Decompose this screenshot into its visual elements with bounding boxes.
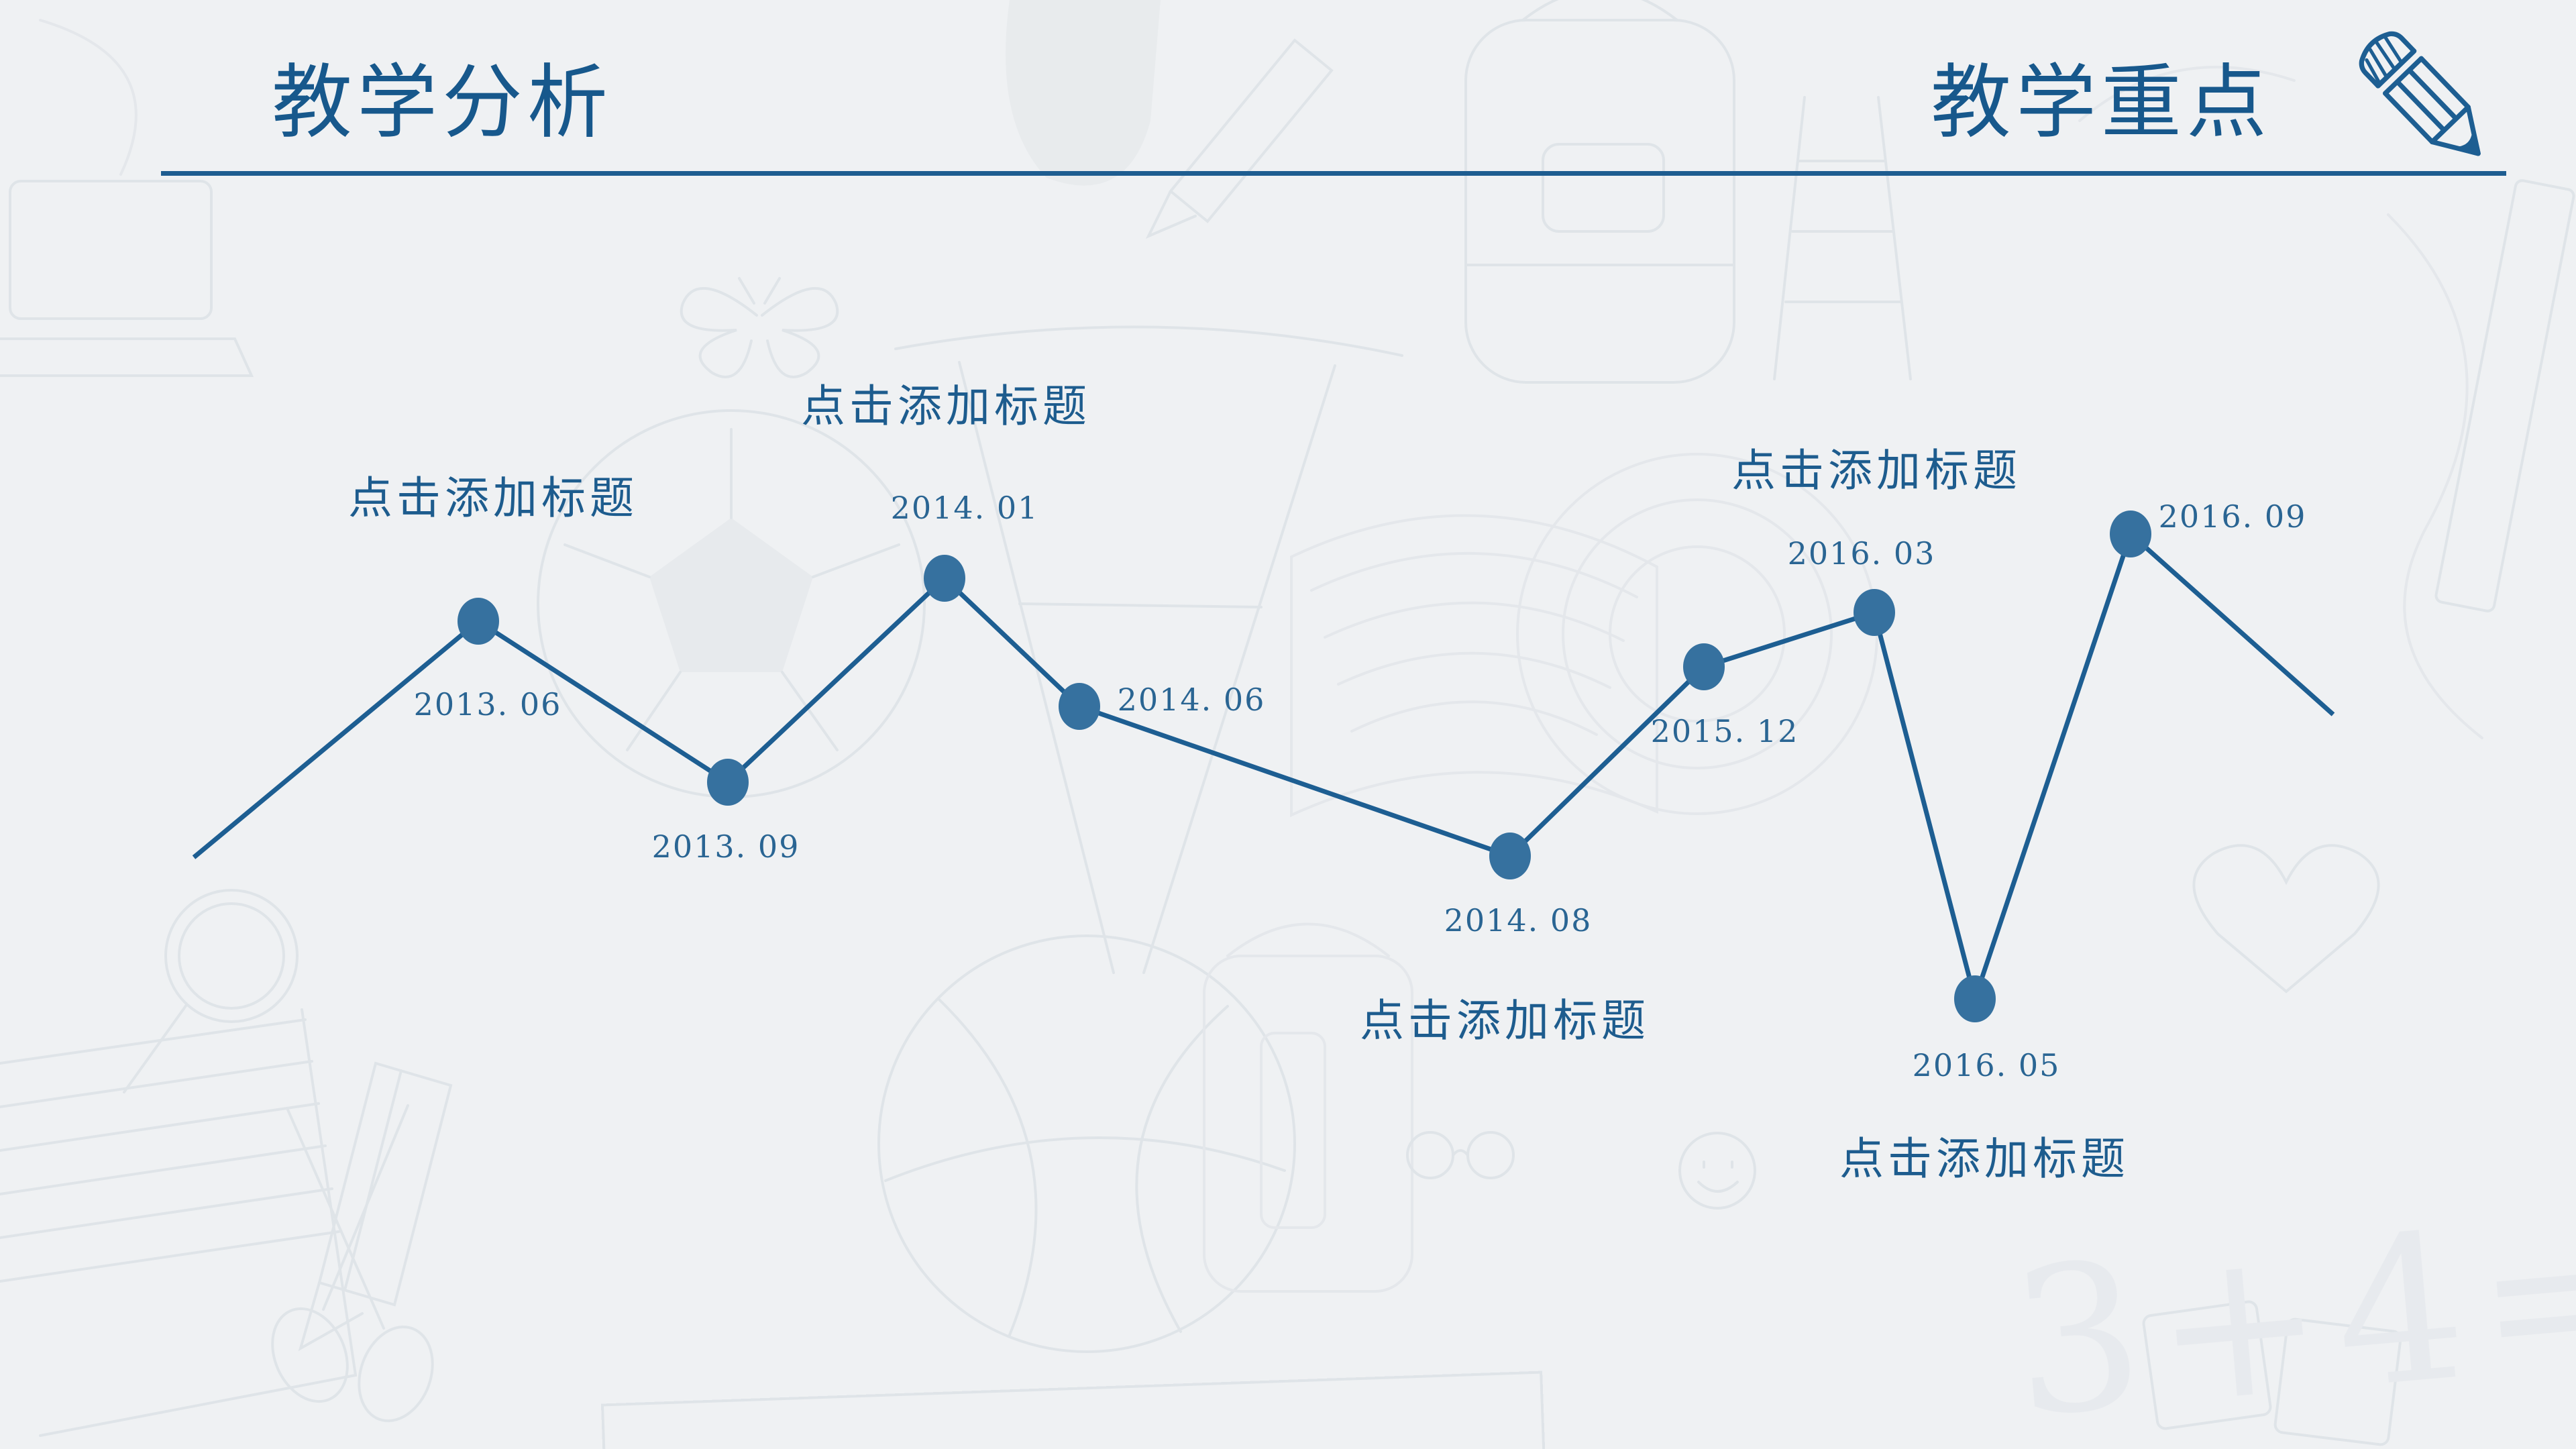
milestone-marker (1683, 643, 1725, 690)
doodle-swirl-icon (1516, 453, 1878, 815)
left-section-title: 教学分析 (272, 56, 612, 150)
doodle-ladder-icon (1773, 96, 1912, 380)
placeholder-caption[interactable]: 点击添加标题 (801, 380, 1091, 432)
milestone-date-label: 2014. 06 (1117, 682, 1266, 718)
milestone-marker (707, 759, 749, 806)
milestone-date-label: 2014. 01 (890, 490, 1039, 526)
doodle-open-book-pages-icon (1290, 514, 1658, 818)
doodle-basketball-icon (877, 934, 1296, 1353)
milestone-date-label: 2014. 08 (1444, 902, 1593, 938)
placeholder-caption[interactable]: 点击添加标题 (1731, 445, 2021, 496)
milestone-marker (1059, 683, 1100, 730)
milestone-date-label: 2013. 06 (413, 686, 562, 722)
doodle-glasses-icon (1406, 1131, 1515, 1179)
milestone-marker (1854, 589, 1895, 636)
milestone-marker (1489, 833, 1531, 879)
header-divider-line (161, 171, 2506, 176)
milestone-marker (1954, 975, 1996, 1022)
doodle-toy-blocks-icon (2142, 1300, 2402, 1446)
doodle-desk-strip-icon (600, 1371, 1546, 1449)
doodle-ruler-icon (2434, 179, 2575, 612)
doodle-ruled-paper-icon (0, 1008, 358, 1437)
doodle-small-pencil-icon (1145, 38, 1334, 239)
doodle-butterfly-icon (680, 277, 839, 378)
milestone-marker (2110, 511, 2151, 557)
doodle-ink-blob-icon (1006, 0, 1161, 186)
milestone-date-label: 2016. 09 (2158, 498, 2307, 535)
milestone-date-label: 2016. 05 (1912, 1047, 2061, 1083)
doodle-pencil-sketch-icon (298, 1061, 453, 1352)
milestone-date-label: 2013. 09 (651, 828, 800, 865)
milestone-marker (458, 598, 499, 645)
doodle-laptop-icon (0, 180, 254, 377)
doodle-corner-curves-icon (39, 19, 2483, 739)
doodle-magnifier-icon (123, 889, 299, 1093)
doodle-smiley-icon (1678, 1132, 1756, 1210)
doodle-soccer-ball-icon (537, 409, 926, 798)
doodle-heart-icon (2192, 844, 2380, 994)
milestone-date-label: 2016. 03 (1787, 535, 1936, 572)
placeholder-caption[interactable]: 点击添加标题 (1839, 1133, 2129, 1185)
placeholder-caption[interactable]: 点击添加标题 (348, 472, 638, 524)
milestone-marker (924, 555, 965, 602)
right-section-title: 教学重点 (1931, 56, 2271, 150)
pencil-icon (2359, 31, 2481, 156)
milestone-date-label: 2015. 12 (1650, 713, 1799, 749)
doodle-backpack-icon (1464, 0, 1735, 384)
doodle-toaster-icon (1203, 922, 1413, 1293)
placeholder-caption[interactable]: 点击添加标题 (1360, 995, 1650, 1046)
